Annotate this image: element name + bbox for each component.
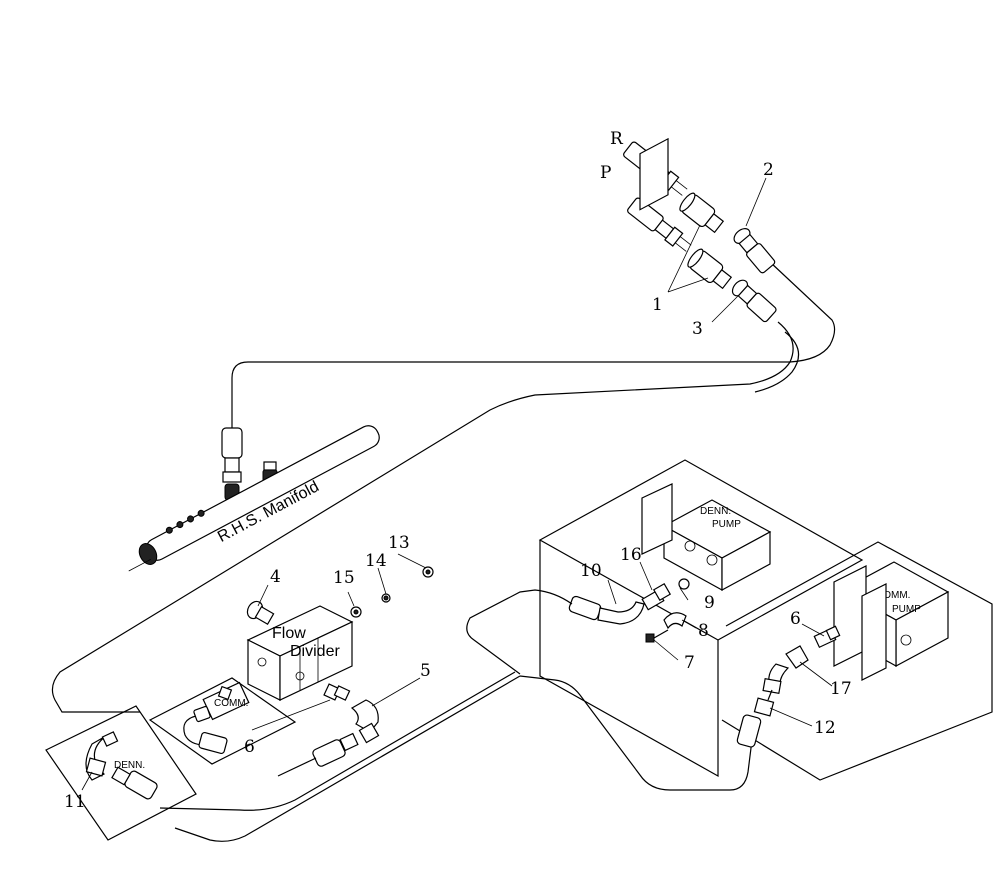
callout-12: 12 — [814, 718, 836, 738]
flow-divider-label-2: Divider — [290, 643, 340, 660]
callout-15: 15 — [333, 568, 355, 588]
callout-7: 7 — [684, 653, 695, 673]
denn-small-label: DENN. — [114, 760, 145, 771]
top-fittings: R P 1 2 3 — [600, 129, 777, 339]
comm-pump-label-2: PUMP — [892, 604, 921, 615]
hose-bottom-route-2 — [519, 675, 753, 791]
denn-pump-flange — [641, 483, 673, 555]
callout-5: 5 — [420, 661, 431, 681]
bolt-7 — [645, 629, 669, 643]
hose-10-route — [466, 589, 573, 675]
callout-p: P — [600, 163, 611, 183]
hose-r-to-manifold — [231, 261, 836, 428]
part-15 — [350, 606, 362, 618]
hose-p-to-lower — [51, 321, 794, 713]
callout-4: 4 — [270, 567, 281, 587]
callout-10: 10 — [580, 561, 602, 581]
denn-pump-label-1: DENN. — [700, 506, 731, 517]
comm-pump-plate — [721, 541, 993, 781]
flow-divider-block: Flow Divider — [246, 605, 354, 701]
callout-13: 13 — [388, 533, 410, 553]
fitting-16 — [641, 582, 672, 611]
hose-right-return — [174, 675, 521, 842]
oring-9 — [678, 578, 690, 590]
manifold-hose-end — [221, 427, 243, 501]
hose-end-5 — [312, 732, 359, 767]
comm-pump-flange-plate — [861, 583, 887, 681]
p-hose-end — [627, 197, 692, 252]
callout-2: 2 — [763, 160, 774, 180]
comm-small-label: COMM. — [214, 698, 248, 709]
hose-lower-inner — [754, 331, 800, 393]
comm-pump-assembly: COMM. PUMP 6 17 12 — [721, 541, 993, 781]
callout-r: R — [610, 129, 624, 149]
hose-end-11 — [111, 766, 158, 800]
elbow-5 — [350, 699, 380, 744]
elbow-10 — [568, 595, 645, 625]
fitting-6-right — [813, 625, 841, 649]
fitting-3 — [731, 279, 777, 323]
hose-routes — [51, 261, 836, 842]
denn-pump-plate — [538, 459, 864, 641]
leader-2 — [745, 177, 767, 227]
comm-pump-label-1: COMM. — [876, 590, 910, 601]
fitting-1-lower — [687, 248, 733, 290]
denn-pump-assembly: DENN. PUMP 16 10 9 8 7 — [466, 137, 864, 778]
comm-hose-fittings — [183, 685, 233, 755]
callout-6b: 6 — [790, 609, 801, 629]
hose-end-12 — [736, 697, 775, 748]
callout-16: 16 — [620, 545, 642, 565]
callout-6a: 6 — [244, 737, 255, 757]
denn-pump-label-2: PUMP — [712, 519, 741, 530]
callout-9: 9 — [704, 593, 715, 613]
elbow-11 — [85, 731, 119, 781]
callout-11: 11 — [64, 792, 86, 812]
denn-pump-body: DENN. PUMP — [639, 137, 772, 592]
flow-divider-plate — [148, 677, 297, 765]
manifold-body: R.H.S. Manifold — [128, 425, 380, 572]
leader-3 — [711, 295, 739, 323]
fitting-1-upper — [679, 192, 725, 234]
clamp-8 — [663, 612, 687, 630]
comm-pump-flange — [833, 565, 867, 667]
callout-14: 14 — [365, 551, 387, 571]
flow-divider-label-1: Flow — [272, 625, 306, 642]
denn-lower-assembly: DENN. 11 — [45, 705, 197, 841]
callout-8: 8 — [698, 621, 709, 641]
fitting-2 — [733, 228, 776, 274]
rhs-manifold: R.H.S. Manifold — [128, 425, 380, 572]
flow-divider-assembly: Flow Divider 4 COMM. — [148, 567, 431, 777]
callout-1: 1 — [652, 295, 663, 315]
part-13 — [422, 566, 434, 578]
fitting-4 — [246, 600, 275, 626]
part-14 — [381, 593, 391, 603]
hose-5-to-right — [277, 757, 317, 777]
leader-1 — [667, 224, 709, 293]
denn-lower-plate — [45, 705, 197, 841]
elbow-17 — [762, 645, 809, 694]
small-parts: 13 14 15 — [333, 533, 434, 618]
callout-3: 3 — [692, 319, 703, 339]
fitting-6-left — [323, 683, 351, 701]
hose-bottom-route — [159, 671, 516, 811]
callout-17: 17 — [830, 679, 852, 699]
